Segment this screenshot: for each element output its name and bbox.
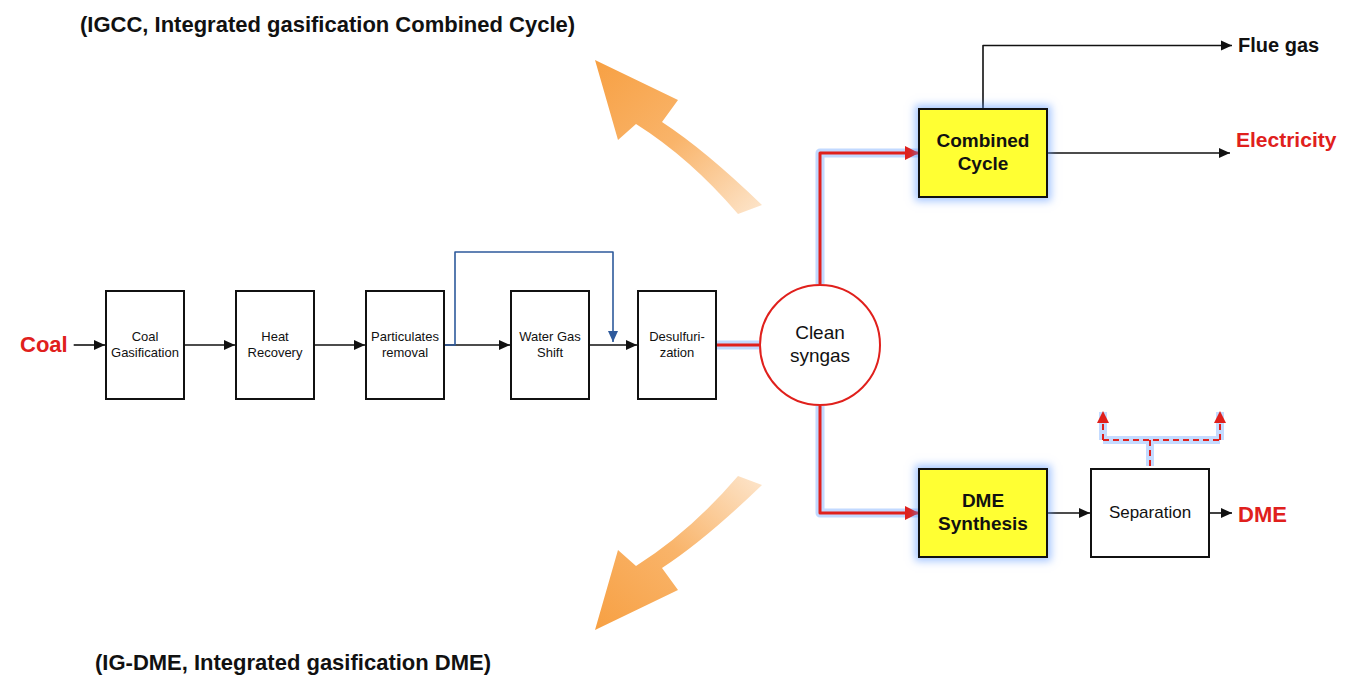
text-wrap: Clean syngas — [769, 322, 871, 368]
text-wrap: Water Gas Shift — [516, 329, 584, 360]
flow-connector — [185, 345, 235, 346]
process-box: Separation — [1090, 468, 1210, 558]
byproduct-dashed-arrows — [1103, 412, 1220, 466]
highlight-box: Combined Cycle — [918, 108, 1048, 198]
node-text: Water Gas Shift — [516, 329, 584, 360]
highlight-box: DME Synthesis — [918, 468, 1048, 558]
input-label: Coal — [20, 332, 68, 358]
node-text: Particulates removal — [371, 329, 439, 360]
flow-connector — [820, 406, 918, 513]
input-arrow — [74, 344, 105, 346]
text-wrap: Coal Gasification — [111, 329, 179, 360]
node-text: Separation — [1109, 503, 1191, 523]
node-text: Coal Gasification — [111, 329, 179, 360]
output-arrow — [1048, 152, 1230, 154]
igdme-curved-arrow — [595, 476, 762, 630]
node-text: Combined Cycle — [926, 130, 1040, 176]
flow-connector — [820, 153, 918, 284]
process-box: Water Gas Shift — [510, 290, 590, 400]
text-wrap: Combined Cycle — [926, 130, 1040, 176]
flow-connector — [590, 345, 637, 346]
process-box: Particulates removal — [365, 290, 445, 400]
text-wrap: Separation — [1109, 503, 1191, 523]
flow-connector — [1048, 513, 1090, 514]
output-arrow — [983, 46, 1232, 109]
text-wrap: Heat Recovery — [241, 329, 309, 360]
text-wrap: DME Synthesis — [926, 490, 1040, 536]
syngas-circle: Clean syngas — [759, 284, 881, 406]
process-box: Desulfuri- zation — [637, 290, 717, 400]
node-text: Desulfuri- zation — [643, 329, 711, 360]
node-text: DME Synthesis — [926, 490, 1040, 536]
output-label: Flue gas — [1238, 34, 1319, 57]
output-label: DME — [1238, 502, 1287, 528]
output-arrow — [1210, 512, 1232, 514]
output-label: Electricity — [1236, 128, 1336, 152]
bottom-heading: (IG-DME, Integrated gasification DME) — [95, 650, 491, 676]
text-wrap: Particulates removal — [371, 329, 439, 360]
node-text: Clean syngas — [769, 322, 871, 368]
node-text: Heat Recovery — [241, 329, 309, 360]
process-box: Coal Gasification — [105, 290, 185, 400]
flow-connector — [717, 345, 759, 346]
flow-connector — [315, 345, 365, 346]
top-heading: (IGCC, Integrated gasification Combined … — [80, 12, 575, 38]
igcc-curved-arrow — [595, 60, 762, 214]
process-box: Heat Recovery — [235, 290, 315, 400]
text-wrap: Desulfuri- zation — [643, 329, 711, 360]
